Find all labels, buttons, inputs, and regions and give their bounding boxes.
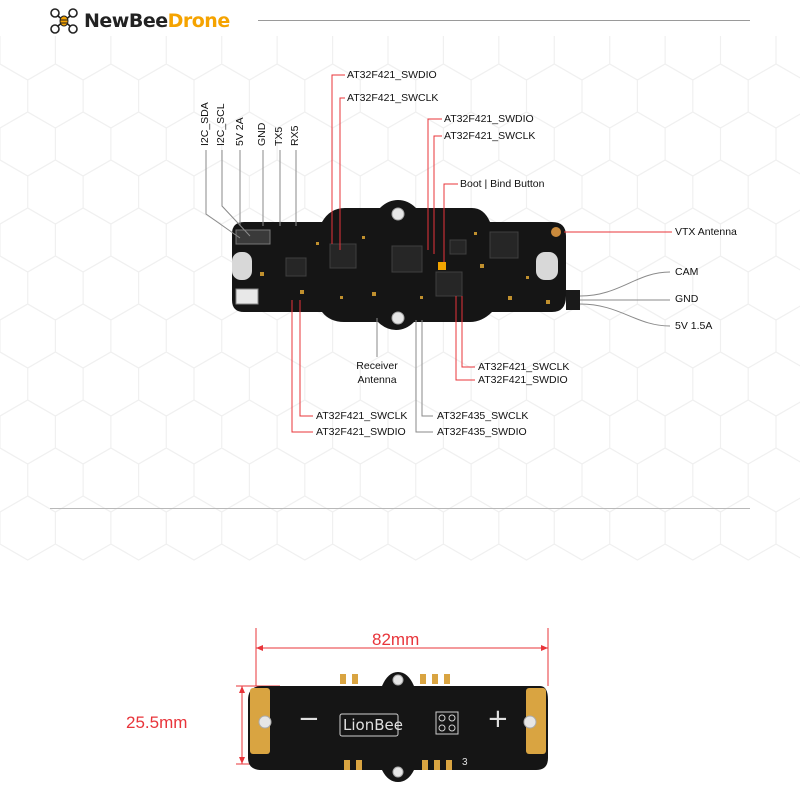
dimension-width: 25.5mm <box>126 713 188 732</box>
label-top1-swdio: AT32F421_SWDIO <box>347 69 437 81</box>
label-boot-bind-button: Boot | Bind Button <box>460 178 545 190</box>
silk-lionbee: LionBee <box>343 716 403 734</box>
gray-leader-lines <box>376 271 671 433</box>
dimension-length: 82mm <box>372 630 420 649</box>
label-vtx-antenna: VTX Antenna <box>675 226 737 238</box>
label-bl-swclk: AT32F421_SWCLK <box>316 410 408 422</box>
label-top2-swclk: AT32F421_SWCLK <box>444 130 536 142</box>
label-br-swclk: AT32F421_SWCLK <box>478 361 570 373</box>
label-receiver-antenna: Receiver Antenna <box>349 360 405 386</box>
label-bl-swdio: AT32F421_SWDIO <box>316 426 406 438</box>
label-power: 5V 1.5A <box>675 320 713 332</box>
label-f435-swclk: AT32F435_SWCLK <box>437 410 529 422</box>
fc-board-back <box>248 672 548 782</box>
label-br-swdio: AT32F421_SWDIO <box>478 374 568 386</box>
label-gnd: GND <box>675 293 699 305</box>
fc-board-top <box>232 200 580 330</box>
section-divider <box>50 508 750 509</box>
header-backdrop <box>0 0 800 36</box>
label-f435-swdio: AT32F435_SWDIO <box>437 426 527 438</box>
silk-pad-number: 3 <box>462 757 468 768</box>
brand-header: NewBeeDrone <box>50 8 230 34</box>
label-receiver-line2: Antenna <box>357 374 397 386</box>
header-divider <box>258 20 750 21</box>
quadcopter-icon <box>50 8 78 34</box>
brand-name: NewBeeDrone <box>84 10 230 32</box>
label-cam: CAM <box>675 266 699 278</box>
silk-minus: − <box>298 704 320 734</box>
dimension-lines <box>236 628 549 765</box>
red-leader-lines <box>291 74 672 433</box>
dimension-arrows <box>239 645 548 764</box>
top-pin-leaders <box>205 150 297 239</box>
label-receiver-line1: Receiver <box>356 360 398 372</box>
label-top2-swdio: AT32F421_SWDIO <box>444 113 534 125</box>
label-top1-swclk: AT32F421_SWCLK <box>347 92 439 104</box>
silk-plus: + <box>487 704 509 734</box>
